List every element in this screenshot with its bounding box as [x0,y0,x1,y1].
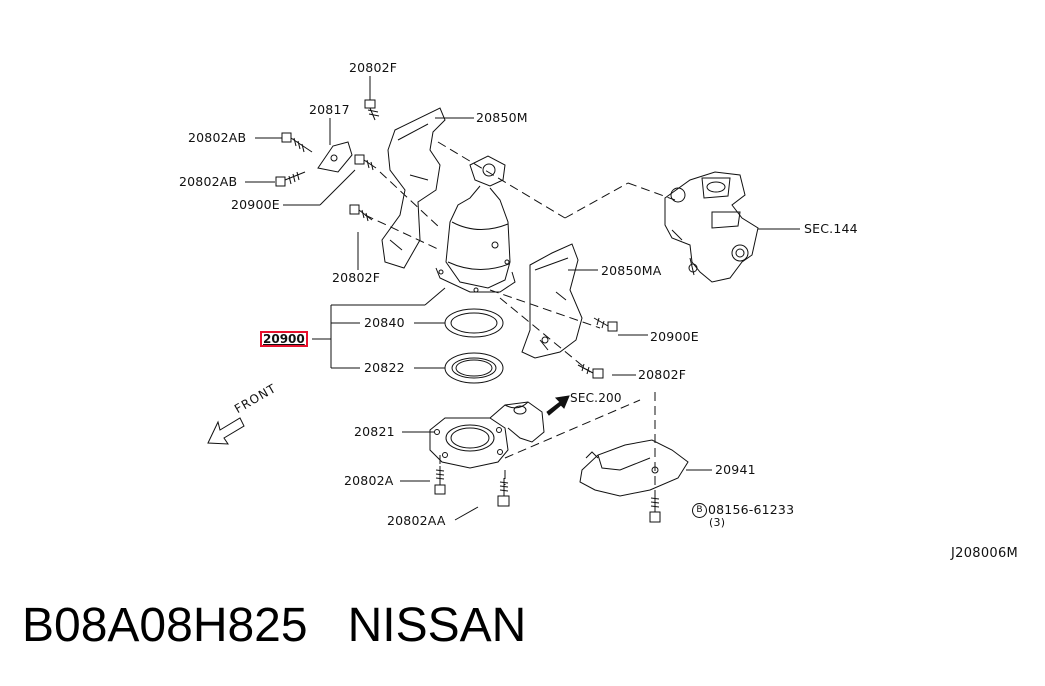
part-label-20802ab-2[interactable]: 20802AB [179,174,238,189]
bolt-icon [281,132,313,153]
part-label-20840[interactable]: 20840 [364,315,405,330]
part-label-20941[interactable]: 20941 [715,462,756,477]
part-label-20821[interactable]: 20821 [354,424,395,439]
bracket-icon [317,141,353,173]
bolt-icon [649,495,661,523]
bolt-icon [275,171,306,187]
part-label-20802aa[interactable]: 20802AA [387,513,446,528]
catalytic-converter [435,155,516,293]
footer-title: B08A08H825 NISSAN [22,598,526,653]
circled-b-icon: B [692,503,707,518]
bolt-icon [354,154,377,171]
part-label-20802f-mid[interactable]: 20802F [332,270,381,285]
diagram-code: J208006M [951,546,1019,561]
footer-brand: NISSAN [347,599,527,652]
part-label-20850m[interactable]: 20850M [476,110,528,125]
part-label-20900e-left[interactable]: 20900E [231,197,280,212]
heat-shield-upper [381,107,446,269]
highlighted-part-label[interactable]: 20900 [260,331,308,347]
bolt-icon [349,204,373,222]
heat-shield-lower [521,243,583,359]
part-label-20850ma[interactable]: 20850MA [601,263,662,278]
leader-lines [245,76,800,521]
dashed-lines [364,141,676,500]
bolt-icon [434,466,446,495]
part-label-20817[interactable]: 20817 [309,102,350,117]
part-label-20822[interactable]: 20822 [364,360,405,375]
part-label-sec144[interactable]: SEC.144 [804,221,858,236]
arrow-icon [546,395,570,416]
part-label-20802a[interactable]: 20802A [344,473,394,488]
footer-part-number: B08A08H825 [22,599,308,652]
part-number-text: 08156-61233 [708,502,795,517]
front-arrow-icon [207,417,245,445]
gasket-ring [444,308,504,338]
part-qty: (3) [709,516,726,529]
turbo-assembly [664,171,759,283]
part-label-20802ab-1[interactable]: 20802AB [188,130,247,145]
part-label-20802f-top[interactable]: 20802F [349,60,398,75]
heat-insulator [579,439,689,497]
bolt-icon [497,478,510,507]
flange-pipe [429,401,545,469]
part-label-20900e-right[interactable]: 20900E [650,329,699,344]
gasket-ring [444,352,504,384]
bolt-icon [593,317,618,332]
bolt-icon [364,99,380,121]
part-label-20802f-right[interactable]: 20802F [638,367,687,382]
bolt-icon [577,363,604,379]
part-label-sec200[interactable]: SEC.200 [570,391,622,405]
